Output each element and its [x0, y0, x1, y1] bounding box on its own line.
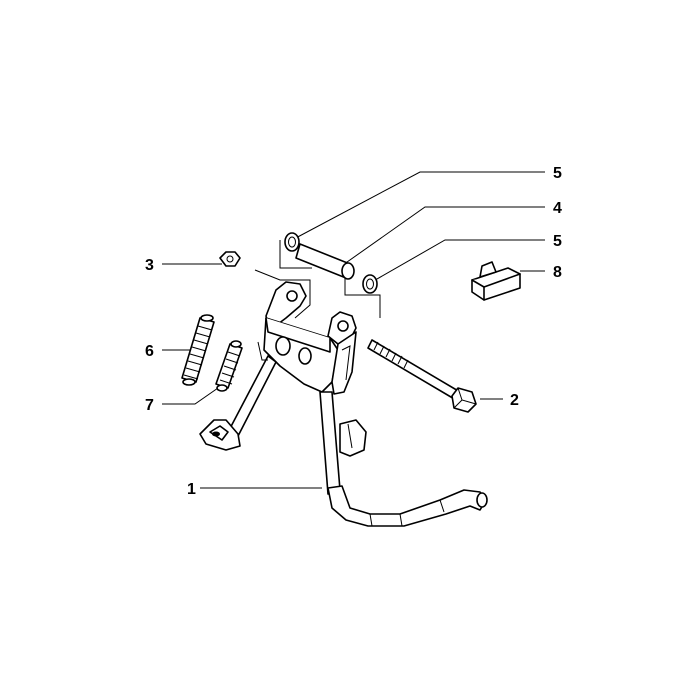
- center-stand-1: [199, 281, 488, 527]
- bushing-5-right: [362, 274, 378, 294]
- callout-4: 4: [553, 200, 562, 217]
- callout-7: 7: [145, 397, 154, 414]
- leader-lines: [162, 171, 545, 489]
- callout-1: 1: [187, 481, 196, 498]
- callout-6: 6: [145, 343, 154, 360]
- nut-3: [219, 251, 241, 267]
- bolt-2: [367, 339, 477, 413]
- callout-labels: 1 2 3 4 5 5 6 7 8: [145, 165, 562, 498]
- callout-2: 2: [510, 392, 519, 409]
- pin-4: [295, 243, 355, 280]
- callout-5-upper: 5: [553, 165, 562, 182]
- bushing-5-left: [284, 232, 300, 252]
- callout-3: 3: [145, 257, 154, 274]
- callout-5-lower: 5: [553, 233, 562, 250]
- stop-8: [471, 261, 521, 301]
- spring-7: [215, 340, 243, 392]
- spring-6: [181, 314, 215, 386]
- callout-8: 8: [553, 264, 562, 281]
